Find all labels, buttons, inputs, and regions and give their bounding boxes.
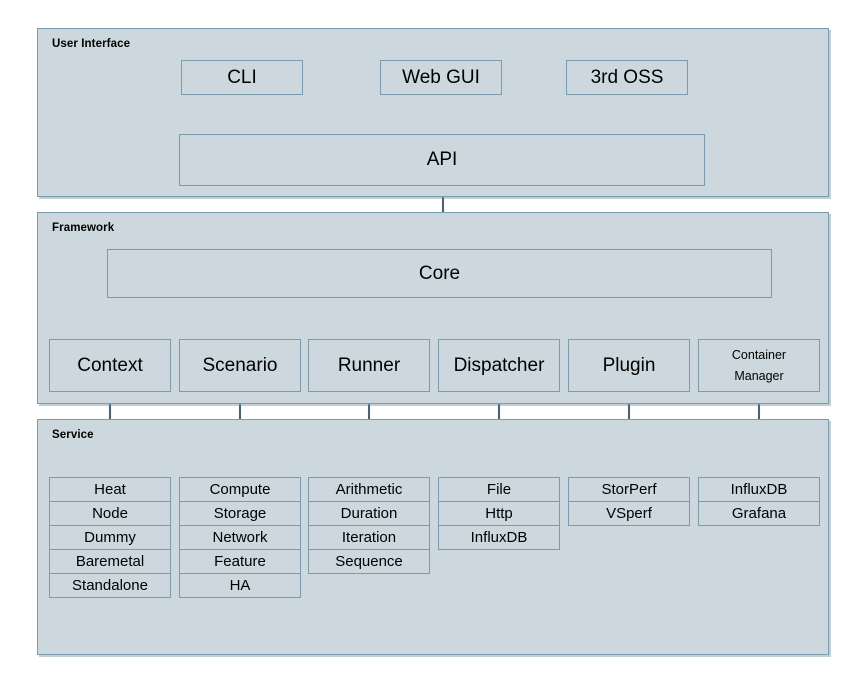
list-item[interactable]: Iteration (308, 525, 430, 550)
node-container-manager[interactable]: Container Manager (698, 339, 820, 392)
stack-runner-services: Arithmetic Duration Iteration Sequence (308, 477, 430, 574)
node-label-core: Core (418, 262, 461, 284)
node-web-gui[interactable]: Web GUI (380, 60, 502, 95)
panel-title-framework: Framework (52, 222, 115, 234)
node-cli[interactable]: CLI (181, 60, 303, 95)
stack-scenario-services: Compute Storage Network Feature HA (179, 477, 301, 598)
list-item[interactable]: Node (49, 501, 171, 526)
list-item[interactable]: Compute (179, 477, 301, 502)
node-dispatcher[interactable]: Dispatcher (438, 339, 560, 392)
node-scenario[interactable]: Scenario (179, 339, 301, 392)
stack-container-manager-services: InfluxDB Grafana (698, 477, 820, 526)
node-label-3rd-oss: 3rd OSS (590, 66, 664, 88)
node-label-scenario: Scenario (202, 354, 278, 376)
list-item[interactable]: File (438, 477, 560, 502)
node-3rd-oss[interactable]: 3rd OSS (566, 60, 688, 95)
list-item[interactable]: Grafana (698, 501, 820, 526)
node-runner[interactable]: Runner (308, 339, 430, 392)
list-item[interactable]: Sequence (308, 549, 430, 574)
node-label-context: Context (77, 354, 143, 376)
node-label-plugin: Plugin (602, 354, 656, 376)
node-api[interactable]: API (179, 134, 705, 186)
node-label-runner: Runner (337, 354, 401, 376)
node-context[interactable]: Context (49, 339, 171, 392)
node-label-container-manager-line1: Container (731, 347, 787, 362)
node-label-container-manager-line2: Manager (734, 368, 784, 383)
list-item[interactable]: StorPerf (568, 477, 690, 502)
list-item[interactable]: Baremetal (49, 549, 171, 574)
list-item[interactable]: InfluxDB (438, 525, 560, 550)
list-item[interactable]: Arithmetic (308, 477, 430, 502)
panel-title-service: Service (52, 429, 94, 441)
list-item[interactable]: Heat (49, 477, 171, 502)
list-item[interactable]: Network (179, 525, 301, 550)
node-label-api: API (426, 149, 458, 171)
node-plugin[interactable]: Plugin (568, 339, 690, 392)
node-label-cli: CLI (227, 66, 257, 88)
list-item[interactable]: HA (179, 573, 301, 598)
list-item[interactable]: Storage (179, 501, 301, 526)
stack-context-services: Heat Node Dummy Baremetal Standalone (49, 477, 171, 598)
node-core[interactable]: Core (107, 249, 772, 298)
list-item[interactable]: Http (438, 501, 560, 526)
list-item[interactable]: Duration (308, 501, 430, 526)
stack-dispatcher-services: File Http InfluxDB (438, 477, 560, 550)
list-item[interactable]: Standalone (49, 573, 171, 598)
list-item[interactable]: InfluxDB (698, 477, 820, 502)
list-item[interactable]: VSperf (568, 501, 690, 526)
stack-plugin-services: StorPerf VSperf (568, 477, 690, 526)
list-item[interactable]: Feature (179, 549, 301, 574)
panel-title-user-interface: User Interface (52, 38, 131, 50)
node-label-dispatcher: Dispatcher (453, 354, 545, 376)
list-item[interactable]: Dummy (49, 525, 171, 550)
node-label-web-gui: Web GUI (402, 66, 480, 88)
